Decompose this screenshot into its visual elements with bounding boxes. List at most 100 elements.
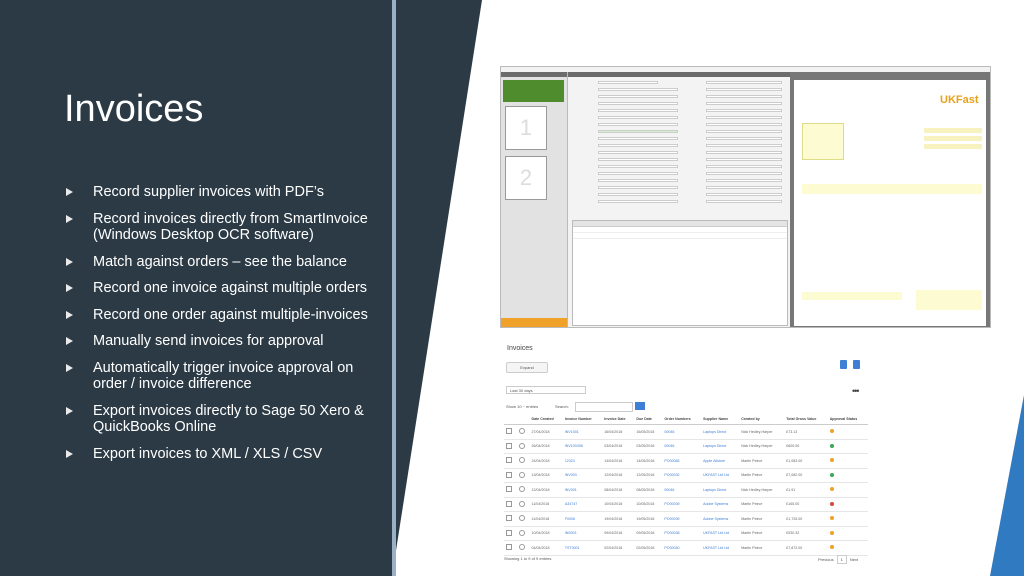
table-cell: Martin Peirce: [739, 540, 785, 556]
table-cell: £1.91: [784, 482, 828, 498]
slide-title: Invoices: [64, 88, 204, 130]
bullet-item: Manually send invoices for approval: [66, 333, 386, 350]
row-checkbox[interactable]: [506, 442, 512, 449]
row-checkbox[interactable]: [506, 486, 512, 493]
table-cell[interactable]: INV1001: [562, 424, 603, 440]
next-link[interactable]: Next: [849, 557, 859, 562]
table-cell: Nick Hedley-Harper: [739, 439, 785, 454]
search-label: Search:: [555, 404, 569, 409]
row-checkbox[interactable]: [506, 529, 512, 536]
bullet-arrow-icon: [66, 214, 73, 223]
column-header[interactable]: Date Created: [529, 415, 563, 425]
approval-status-dot: [829, 429, 834, 434]
table-cell[interactable]: Laptops Direct: [701, 424, 740, 440]
table-cell: £1,083.00: [784, 453, 828, 469]
pagination: Previous 1 Next: [818, 555, 858, 564]
table-cell[interactable]: PO00039: [662, 497, 702, 512]
table-cell[interactable]: UKFAST Ltd Ltd: [701, 540, 740, 556]
table-cell: 12/05/2018: [634, 468, 663, 483]
table-cell[interactable]: 00046: [662, 482, 702, 498]
table-cell[interactable]: INV003: [562, 468, 603, 483]
more-options-icon[interactable]: •••: [852, 386, 860, 396]
table-cell[interactable]: 00046: [662, 439, 702, 454]
table-cell[interactable]: PO00038: [662, 526, 702, 541]
row-checkbox[interactable]: [506, 428, 512, 435]
table-cell[interactable]: UKFAST Ltd Ltd: [701, 526, 740, 541]
column-header[interactable]: Approval Status: [827, 415, 868, 425]
table-cell[interactable]: 12324: [562, 453, 603, 469]
column-header[interactable]: Created by: [739, 415, 785, 425]
table-cell[interactable]: PO00032: [662, 468, 702, 483]
column-header[interactable]: Due Date: [634, 415, 663, 425]
table-cell: 19/04/2018: [602, 511, 635, 527]
page-length-select[interactable]: Show 10 ~ entries: [506, 404, 539, 409]
ukfast-logo: UKFast: [940, 94, 979, 106]
bullet-arrow-icon: [66, 363, 73, 372]
approval-status-dot: [829, 516, 834, 521]
table-cell: 14/04/2018: [602, 453, 635, 469]
table-cell[interactable]: Apple Allstore: [701, 453, 740, 469]
bullet-arrow-icon: [66, 337, 73, 345]
copy-file-icon[interactable]: [853, 360, 860, 369]
search-button[interactable]: [635, 402, 645, 410]
table-cell[interactable]: INV001: [562, 482, 603, 498]
table-cell[interactable]: PO00040: [662, 540, 702, 556]
previous-link[interactable]: Previous: [818, 557, 834, 562]
table-cell[interactable]: PO00039: [662, 511, 702, 527]
table-cell[interactable]: F0006: [562, 511, 603, 527]
bullet-item: Record invoices directly from SmartInvoi…: [66, 211, 386, 244]
page-link[interactable]: 1: [836, 555, 847, 564]
row-checkbox[interactable]: [506, 500, 512, 507]
document-pane: 1 2: [501, 72, 568, 327]
table-cell[interactable]: A34747: [562, 497, 603, 512]
table-cell: 08/05/2018: [634, 482, 663, 498]
table-cell[interactable]: Adobe Systems: [701, 497, 740, 512]
table-cell[interactable]: Adobe Systems: [701, 511, 740, 527]
row-checkbox[interactable]: [506, 544, 512, 551]
table-cell[interactable]: PO00083: [662, 453, 702, 469]
invoice-page: UKFast: [794, 80, 986, 326]
column-header[interactable]: Invoice Date: [602, 415, 635, 425]
export-file-icon[interactable]: [840, 360, 847, 369]
page-thumbnail: 1: [505, 106, 547, 150]
column-header[interactable]: Order Numbers: [662, 415, 702, 425]
search-input[interactable]: [575, 402, 633, 412]
table-cell: 08/04/2018: [602, 482, 635, 498]
approval-status-dot: [829, 487, 834, 492]
table-cell[interactable]: Laptops Direct: [701, 482, 740, 498]
table-cell[interactable]: INV100398: [562, 439, 603, 454]
scan-button: [503, 80, 564, 102]
table-cell: Nick Hedley-Harper: [739, 424, 785, 440]
invoice-lines-grid: [572, 220, 788, 326]
column-header[interactable]: Total Gross Value: [784, 415, 828, 425]
row-status-icon: [518, 529, 525, 536]
table-cell[interactable]: 00046: [662, 424, 702, 440]
expand-button[interactable]: Expand: [506, 362, 548, 373]
date-filter-select[interactable]: Last 30 days: [506, 386, 586, 394]
table-cell[interactable]: UKFAST Ltd Ltd: [701, 468, 740, 483]
table-cell[interactable]: TST0001: [562, 540, 603, 556]
row-checkbox[interactable]: [506, 471, 512, 478]
table-header: Date Created Invoice Number Invoice Date…: [504, 415, 868, 425]
table-cell[interactable]: IN0003: [562, 526, 603, 541]
invoices-table: Date Created Invoice Number Invoice Date…: [504, 415, 868, 556]
column-header[interactable]: Supplier Name: [701, 415, 740, 425]
bullet-item: Record supplier invoices with PDF’s: [66, 184, 386, 201]
table-cell[interactable]: Laptops Direct: [701, 439, 740, 454]
status-strip: [501, 318, 567, 327]
table-cell: 10/04/2018: [602, 497, 635, 512]
row-checkbox[interactable]: [506, 457, 512, 464]
row-checkbox[interactable]: [506, 515, 512, 522]
column-header[interactable]: Invoice Number: [562, 415, 603, 425]
table-cell: £1,725.00: [784, 511, 828, 527]
table-cell: 03/04/2018: [602, 439, 635, 454]
